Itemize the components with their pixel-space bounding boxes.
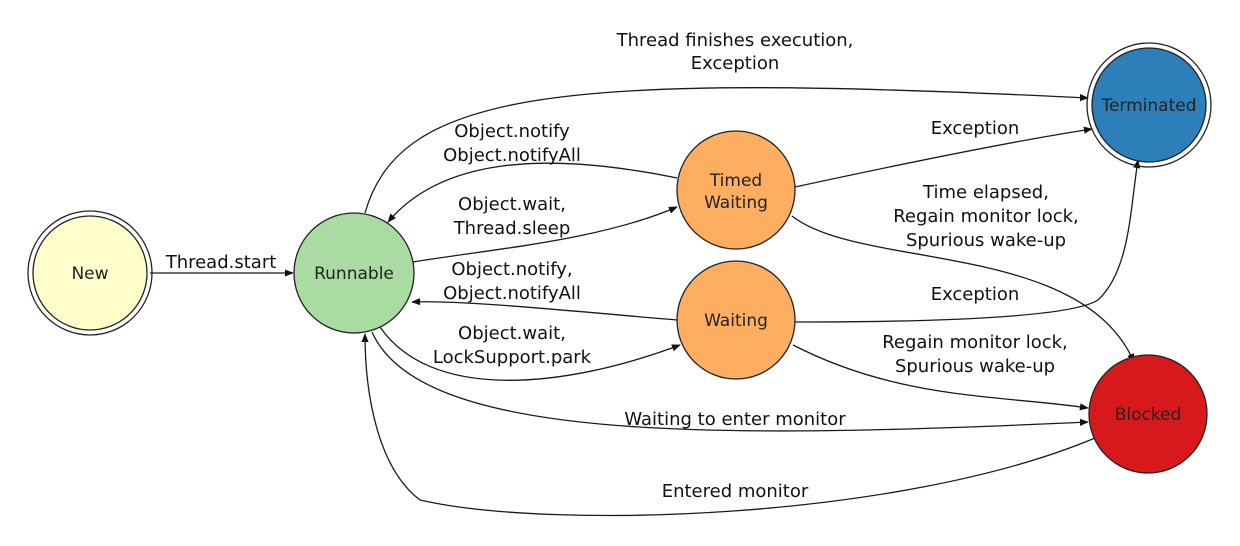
- state-timed-waiting: Timed Waiting: [676, 130, 796, 250]
- state-terminated: Terminated: [1086, 42, 1212, 168]
- label-wait-2: Object.wait,: [458, 323, 566, 344]
- edge-blocked-to-runnable: [361, 333, 1096, 517]
- state-terminated-circle: [1091, 47, 1207, 163]
- state-waiting: Waiting: [676, 260, 796, 380]
- state-blocked-circle: [1088, 354, 1208, 474]
- edge-runnable-to-blocked: [371, 331, 1089, 432]
- label-thread-start: Thread.start: [165, 252, 277, 273]
- label-regain-lock-2: Regain monitor lock,: [882, 332, 1068, 353]
- edge-timed-to-runnable: [387, 162, 678, 223]
- state-blocked-label: Blocked: [1115, 405, 1182, 425]
- label-notify: Object.notify: [454, 121, 570, 142]
- label-time-elapsed: Time elapsed,: [922, 182, 1049, 203]
- edge-waiting-to-blocked: [792, 344, 1089, 411]
- state-new: New: [27, 210, 153, 336]
- state-runnable-circle: [293, 212, 415, 334]
- label-notify-2: Object.notify,: [451, 259, 572, 280]
- edge-runnable-to-waiting: [379, 326, 681, 381]
- label-timed-exception: Exception: [931, 118, 1020, 139]
- state-waiting-label: Waiting: [704, 311, 768, 331]
- label-waiting-exception: Exception: [931, 284, 1020, 305]
- edge-runnable-to-timed: [412, 206, 678, 263]
- state-timed-waiting-label-1: Timed: [709, 171, 762, 191]
- state-runnable: Runnable: [293, 212, 415, 334]
- label-wait: Object.wait,: [458, 194, 566, 215]
- state-runnable-label: Runnable: [314, 264, 394, 284]
- edge-waiting-to-runnable: [411, 298, 678, 321]
- edge-timed-to-terminated: [794, 126, 1093, 188]
- label-regain-lock-1: Regain monitor lock,: [893, 206, 1079, 227]
- label-notifyall: Object.notifyAll: [443, 145, 581, 166]
- label-finishes-exception: Exception: [691, 53, 780, 74]
- state-timed-waiting-label-2: Waiting: [704, 193, 768, 213]
- state-blocked: Blocked: [1088, 354, 1208, 474]
- label-enter-monitor: Waiting to enter monitor: [624, 409, 846, 430]
- label-entered-monitor: Entered monitor: [662, 481, 809, 502]
- label-notifyall-2: Object.notifyAll: [443, 283, 581, 304]
- state-waiting-circle: [676, 260, 796, 380]
- edge-labels: Thread.start Thread finishes execution, …: [165, 30, 1079, 502]
- edge-runnable-to-terminated: [364, 87, 1089, 214]
- label-finishes-execution: Thread finishes execution,: [616, 30, 854, 51]
- edge-timed-to-blocked: [791, 215, 1135, 363]
- state-new-circle: [32, 215, 148, 331]
- edge-waiting-to-terminated: [794, 159, 1141, 323]
- state-terminated-label: Terminated: [1100, 96, 1196, 116]
- label-sleep: Thread.sleep: [453, 218, 571, 239]
- edges: [150, 87, 1141, 517]
- label-park: LockSupport.park: [433, 347, 592, 368]
- label-spurious-1: Spurious wake-up: [906, 230, 1066, 251]
- state-new-label: New: [71, 264, 108, 284]
- label-spurious-2: Spurious wake-up: [895, 356, 1055, 377]
- state-timed-waiting-circle: [676, 130, 796, 250]
